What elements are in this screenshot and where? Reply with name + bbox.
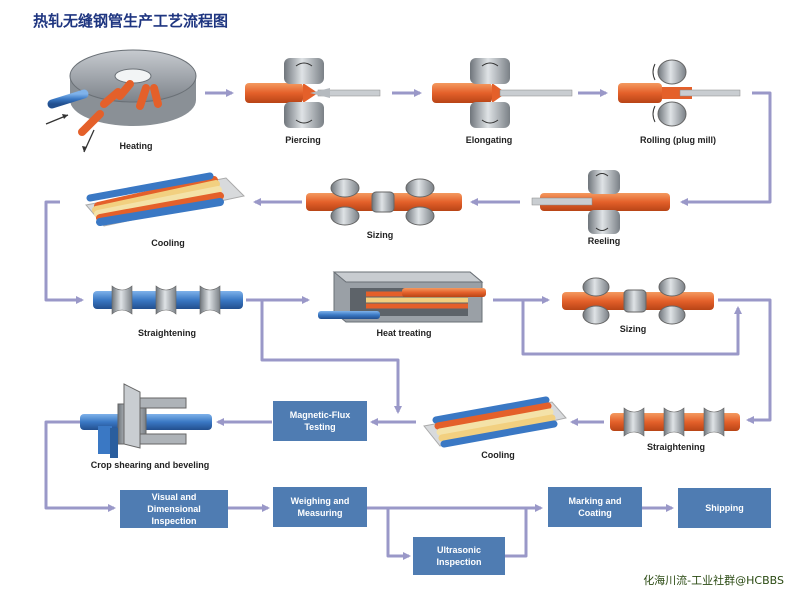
straightening2-illustration	[610, 407, 740, 437]
box-visual-dimensional-inspection: Visual and Dimensional Inspection	[120, 490, 228, 528]
box-marking-coating: Marking and Coating	[548, 487, 642, 527]
box-weighing-measuring: Weighing and Measuring	[273, 487, 367, 527]
label-reeling: Reeling	[588, 236, 621, 246]
label-piercing: Piercing	[285, 135, 321, 145]
label-sizing1: Sizing	[367, 230, 394, 240]
rolling-plug-mill-illustration	[618, 59, 741, 127]
box-shipping: Shipping	[678, 488, 771, 528]
crop-shearing-illustration	[80, 383, 212, 458]
arrow-cooling-straightening	[44, 200, 84, 304]
piercing-illustration	[245, 58, 381, 128]
label-cooling1: Cooling	[151, 238, 185, 248]
box-magnetic-flux-testing: Magnetic-Flux Testing	[273, 401, 367, 441]
elongating-illustration	[432, 58, 573, 128]
label-straightening2: Straightening	[647, 442, 705, 452]
label-elongating: Elongating	[466, 135, 513, 145]
label-sizing2: Sizing	[620, 324, 647, 334]
label-straightening1: Straightening	[138, 328, 196, 338]
label-cooling2: Cooling	[481, 450, 515, 460]
heat-treating-illustration	[318, 271, 486, 323]
flow-arrows	[44, 89, 772, 560]
page-title: 热轧无缝钢管生产工艺流程图	[33, 12, 229, 30]
arrow-weighing-ultrasonic	[386, 508, 411, 560]
arrow-crop-visual	[44, 420, 116, 512]
sizing2-illustration	[562, 277, 714, 325]
arrow-rolling-reeling	[680, 91, 772, 206]
arrow-bypass-heat	[260, 300, 402, 414]
cooling1-illustration	[85, 172, 246, 227]
straightening1-illustration	[93, 285, 243, 315]
label-heating: Heating	[119, 141, 152, 151]
arrow-bypass-sizing	[521, 300, 742, 356]
arrow-sizing-straightening	[718, 298, 772, 424]
cooling2-illustration	[423, 396, 567, 448]
sizing1-illustration	[306, 178, 462, 226]
label-heat-treating: Heat treating	[376, 328, 431, 338]
heating-furnace-illustration	[45, 49, 197, 153]
label-crop: Crop shearing and beveling	[91, 460, 210, 470]
reeling-illustration	[531, 170, 670, 234]
box-ultrasonic-inspection: Ultrasonic Inspection	[413, 537, 505, 575]
label-rolling: Rolling (plug mill)	[640, 135, 716, 145]
watermark: 化海川流-工业社群@HCBBS	[643, 574, 784, 587]
arrow-ultrasonic-marking	[505, 508, 528, 558]
